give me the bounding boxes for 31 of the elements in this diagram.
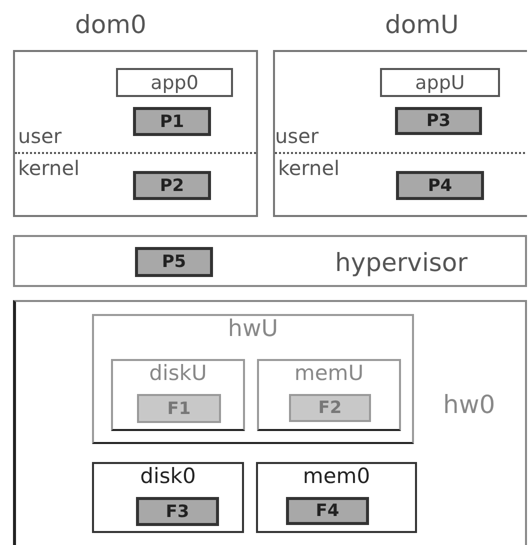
process-tag: P3: [395, 107, 482, 135]
device-box: [92, 462, 244, 533]
device-box: [111, 359, 245, 431]
device-label: mem0: [302, 466, 370, 487]
fault-tag: F3: [136, 497, 219, 526]
process-tag: P2: [133, 171, 211, 200]
application-box: app0: [116, 68, 233, 97]
process-tag: P5: [135, 247, 213, 277]
hardware-group: [92, 314, 414, 444]
layer-label: hypervisor: [335, 250, 468, 275]
process-tag: P4: [396, 171, 484, 200]
device-label: memU: [294, 363, 364, 384]
mode-label: kernel: [18, 158, 80, 178]
group-label: hwU: [228, 318, 278, 341]
fault-tag: F2: [289, 394, 371, 422]
process-tag: P1: [133, 107, 211, 136]
device-label: diskU: [149, 363, 207, 384]
fault-tag: F4: [286, 497, 369, 525]
mode-label: kernel: [278, 158, 340, 178]
domain-title: dom0: [75, 12, 146, 37]
device-box: [256, 462, 417, 533]
hardware-panel: [13, 300, 527, 545]
fault-tag: F1: [137, 394, 221, 423]
layer-label: hw0: [443, 392, 496, 417]
domain-title: domU: [385, 12, 459, 37]
application-box: appU: [380, 68, 500, 97]
device-box: [257, 359, 401, 431]
mode-label: user: [18, 126, 62, 146]
mode-label: user: [275, 126, 319, 146]
device-label: disk0: [140, 466, 196, 487]
layer-panel: [13, 235, 527, 287]
